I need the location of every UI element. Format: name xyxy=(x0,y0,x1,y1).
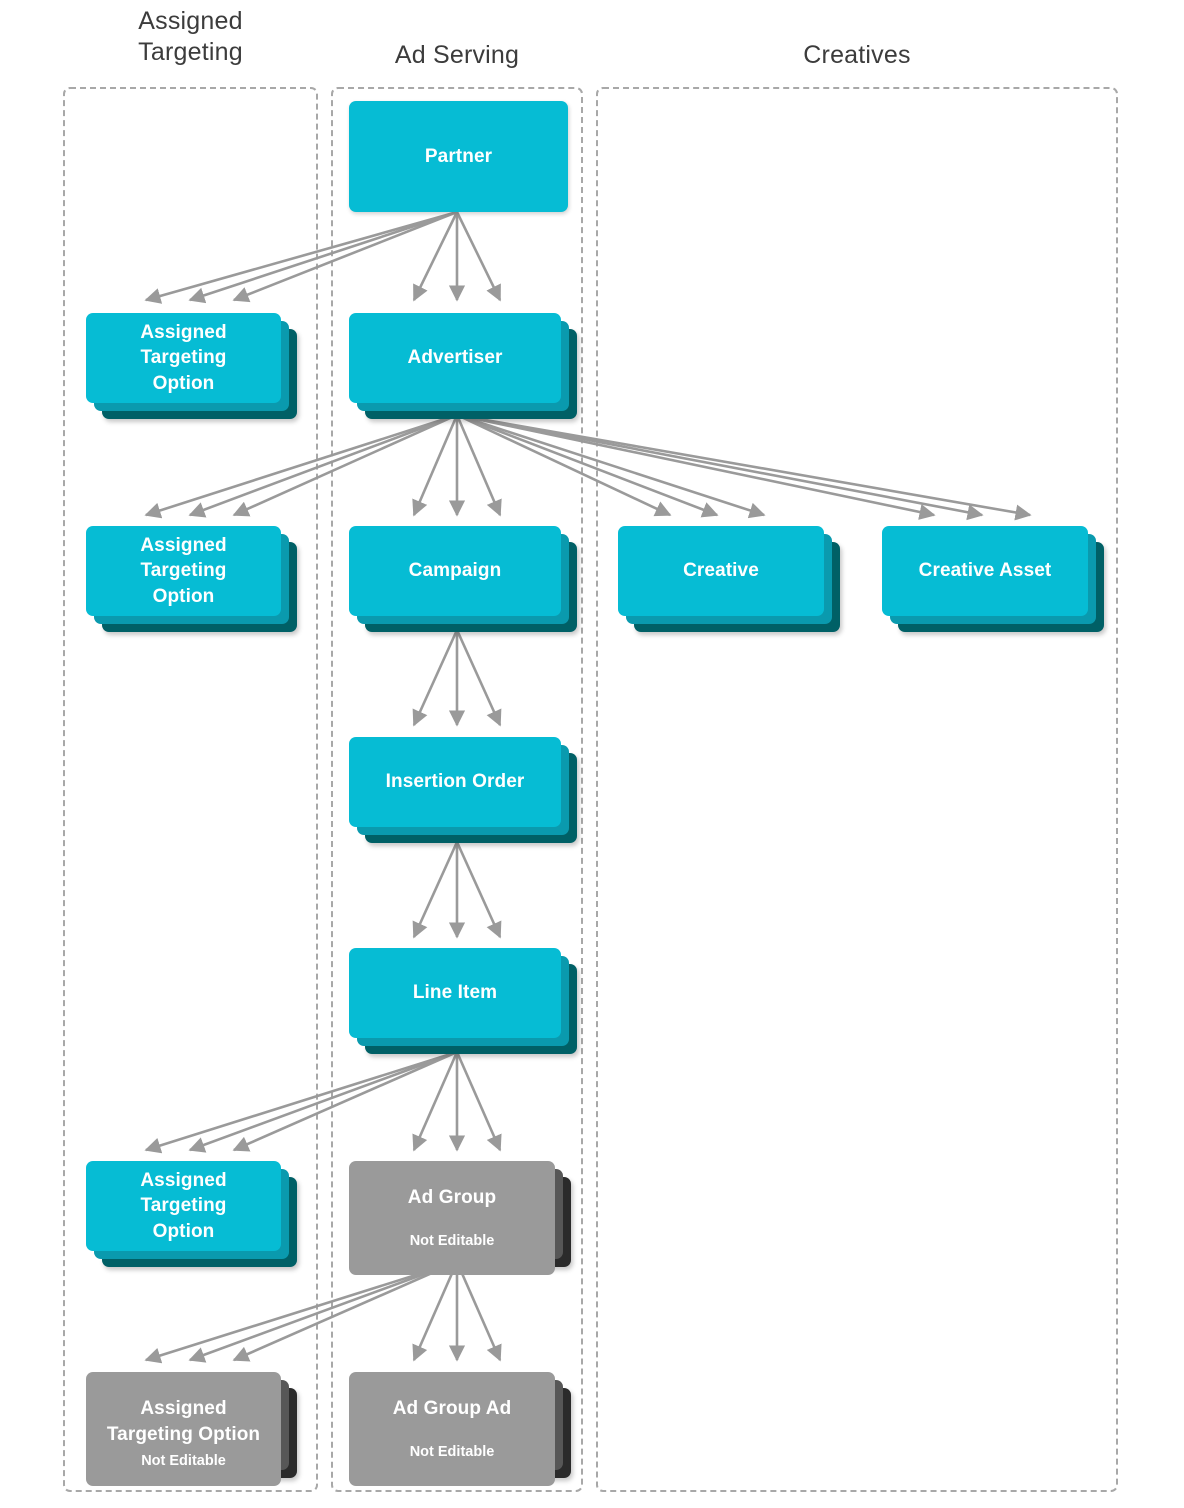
node-line-item[interactable]: Line Item xyxy=(349,948,577,1054)
node-status-badge: Not Editable xyxy=(141,1453,226,1470)
node-face: Partner xyxy=(349,101,568,212)
column-header-line-1: Ad Serving xyxy=(394,41,520,69)
node-title-line-2: Targeting Option xyxy=(106,1423,261,1445)
node-face: Assigned Targeting Option xyxy=(86,526,281,616)
node-title: Assigned Targeting Option xyxy=(107,1396,260,1447)
node-ad-group[interactable]: Ad Group Not Editable xyxy=(349,1161,571,1275)
column-header-assigned-targeting: Assigned Targeting xyxy=(63,6,318,67)
node-face: Ad Group Not Editable xyxy=(349,1161,555,1275)
node-face: Assigned Targeting Option Not Editable xyxy=(86,1372,281,1486)
column-header-line-2: Targeting xyxy=(138,37,243,66)
node-face: Advertiser xyxy=(349,313,561,403)
node-ad-group-ad[interactable]: Ad Group Ad Not Editable xyxy=(349,1372,571,1486)
node-insertion-order[interactable]: Insertion Order xyxy=(349,737,577,843)
node-title: Insertion Order xyxy=(385,771,525,793)
node-title-line-1: Assigned xyxy=(140,534,227,556)
node-title: Creative Asset xyxy=(918,560,1052,582)
node-campaign[interactable]: Campaign xyxy=(349,526,577,632)
node-status-badge: Not Editable xyxy=(409,1443,495,1460)
node-title: Creative xyxy=(683,560,759,582)
node-creative-asset[interactable]: Creative Asset xyxy=(882,526,1104,632)
node-face: Creative xyxy=(618,526,824,616)
node-title-line-1: Assigned xyxy=(140,321,227,343)
node-partner[interactable]: Partner xyxy=(349,101,568,212)
column-frame-ad-serving xyxy=(331,87,583,1492)
node-title: Ad Group xyxy=(407,1187,497,1208)
node-title-line-3: Option xyxy=(152,372,215,394)
node-title-line-1: Assigned xyxy=(140,1169,227,1191)
node-face: Assigned Targeting Option xyxy=(86,313,281,403)
node-title: Assigned Targeting Option xyxy=(140,320,226,397)
node-face: Line Item xyxy=(349,948,561,1038)
node-assigned-targeting-option-partner[interactable]: Assigned Targeting Option xyxy=(86,313,297,419)
node-title-line-2: Targeting xyxy=(140,560,227,582)
node-face: Ad Group Ad Not Editable xyxy=(349,1372,555,1486)
node-title-line-3: Option xyxy=(152,585,215,607)
node-title: Partner xyxy=(424,145,493,167)
node-status-badge: Not Editable xyxy=(409,1232,495,1249)
node-assigned-targeting-option-line-item[interactable]: Assigned Targeting Option xyxy=(86,1161,297,1267)
node-creative[interactable]: Creative xyxy=(618,526,840,632)
node-title: Campaign xyxy=(408,560,502,582)
node-assigned-targeting-option-advertiser[interactable]: Assigned Targeting Option xyxy=(86,526,297,632)
node-title-line-2: Targeting xyxy=(140,347,227,369)
node-face: Campaign xyxy=(349,526,561,616)
column-frame-assigned-targeting xyxy=(63,87,318,1492)
node-face: Insertion Order xyxy=(349,737,561,827)
node-title-line-1: Assigned xyxy=(140,1398,227,1419)
node-title-line-2: Targeting xyxy=(140,1195,227,1217)
node-face: Creative Asset xyxy=(882,526,1088,616)
node-title: Advertiser xyxy=(407,347,503,369)
column-header-ad-serving: Ad Serving xyxy=(331,40,583,71)
column-header-line-1: Assigned xyxy=(138,7,243,35)
node-title: Line Item xyxy=(412,982,498,1004)
node-assigned-targeting-option-ad-group[interactable]: Assigned Targeting Option Not Editable xyxy=(86,1372,297,1486)
node-advertiser[interactable]: Advertiser xyxy=(349,313,577,419)
node-title: Assigned Targeting Option xyxy=(140,1168,226,1245)
node-face: Assigned Targeting Option xyxy=(86,1161,281,1251)
node-title-line-3: Option xyxy=(152,1220,215,1242)
column-header-line-1: Creatives xyxy=(803,41,911,69)
column-frame-creatives xyxy=(596,87,1118,1492)
column-header-creatives: Creatives xyxy=(596,40,1118,71)
node-title: Assigned Targeting Option xyxy=(140,533,226,610)
node-title: Ad Group Ad xyxy=(392,1398,512,1419)
